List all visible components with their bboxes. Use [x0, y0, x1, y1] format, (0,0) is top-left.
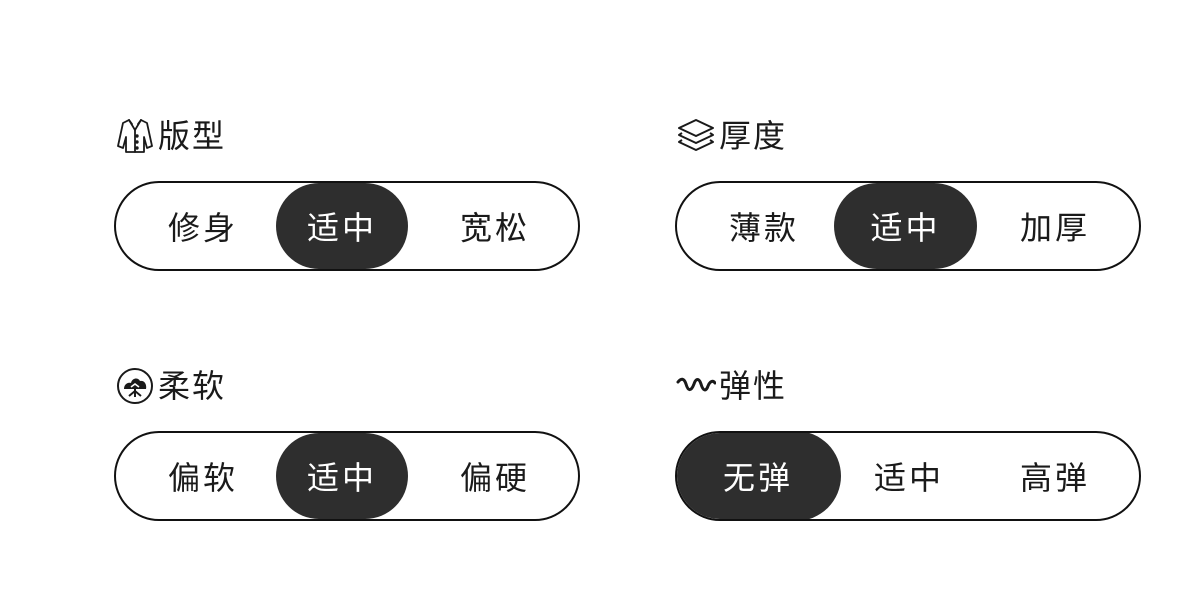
softness-segmented-control: 偏软 适中 偏硬 — [114, 431, 580, 521]
fit-option-slim[interactable]: 修身 — [167, 209, 238, 247]
fit-header: 版型 — [114, 112, 580, 160]
thickness-segmented-control: 薄款 适中 加厚 — [675, 181, 1141, 271]
softness-option-soft[interactable]: 偏软 — [167, 459, 238, 497]
elasticity-option-regular[interactable]: 适中 — [873, 459, 944, 497]
softness-group: 柔软 偏软 适中 偏硬 — [114, 362, 580, 521]
thickness-option-regular[interactable]: 适中 — [834, 183, 977, 269]
thickness-group: 厚度 薄款 适中 加厚 — [675, 112, 1141, 271]
thickness-header: 厚度 — [675, 112, 1141, 160]
softness-option-firm[interactable]: 偏硬 — [459, 459, 530, 497]
fit-group: 版型 修身 适中 宽松 — [114, 112, 580, 271]
fit-option-loose[interactable]: 宽松 — [459, 209, 530, 247]
fit-option-regular[interactable]: 适中 — [276, 183, 408, 269]
elastic-wave-icon — [675, 365, 717, 407]
elasticity-header: 弹性 — [675, 362, 1141, 410]
layers-icon — [675, 115, 717, 157]
fit-segmented-control: 修身 适中 宽松 — [114, 181, 580, 271]
elasticity-segmented-control: 无弹 适中 高弹 — [675, 431, 1141, 521]
elasticity-option-none[interactable]: 无弹 — [677, 433, 841, 519]
thickness-title: 厚度 — [719, 117, 788, 155]
softness-title: 柔软 — [158, 367, 227, 405]
softness-option-regular[interactable]: 适中 — [276, 433, 408, 519]
elasticity-title: 弹性 — [719, 367, 788, 405]
elasticity-group: 弹性 无弹 适中 高弹 — [675, 362, 1141, 521]
softness-header: 柔软 — [114, 362, 580, 410]
elasticity-option-high[interactable]: 高弹 — [1019, 459, 1090, 497]
cloud-circle-icon — [114, 365, 156, 407]
thickness-option-thick[interactable]: 加厚 — [1019, 209, 1090, 247]
shirt-icon — [114, 115, 156, 157]
fit-title: 版型 — [158, 117, 227, 155]
thickness-option-thin[interactable]: 薄款 — [728, 209, 799, 247]
